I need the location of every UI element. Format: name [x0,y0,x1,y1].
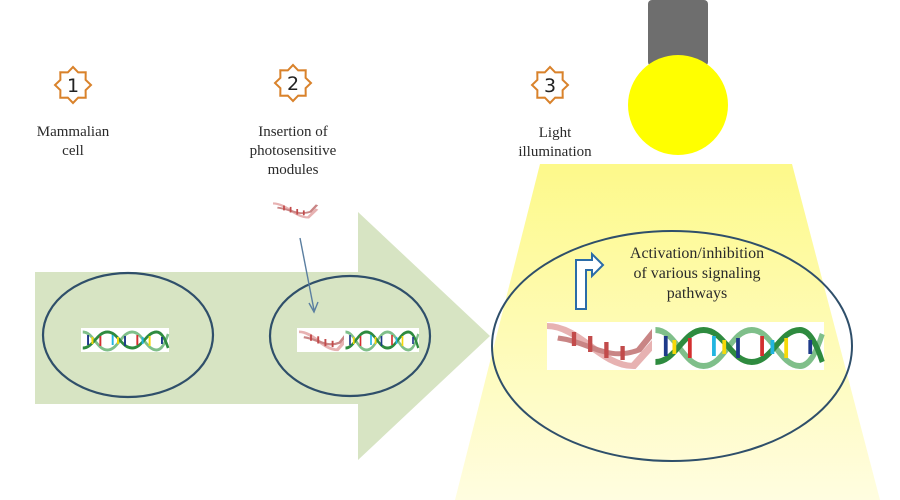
dna-helix-icon [547,322,657,370]
dna-helix-icon [342,326,421,354]
insertion-arrow [299,237,319,314]
step-1-badge: 1 [54,66,92,104]
cell-3-outline [491,230,853,462]
bent-arrow-icon [575,251,605,310]
step-2-number: 2 [287,73,299,95]
step-2-badge: 2 [274,64,312,102]
cell-2-outline [268,274,432,398]
step-3-badge: 3 [531,66,569,104]
light-bulb-icon [628,55,728,155]
dna-helix-icon [79,326,171,354]
lamp-base-icon [648,0,708,66]
step-3-label: Light illumination [518,125,592,160]
step-3-number: 3 [544,75,556,97]
step-1-label: Mammalian cell [36,124,110,159]
dna-helix-icon [297,328,349,352]
cell-1-outline [41,271,215,399]
lamp [628,0,728,155]
step-2-label: Insertion of photosensitive modules [249,124,337,178]
result-text: Activation/inhibition of various signali… [629,245,765,302]
step-1-number: 1 [67,75,79,97]
photosensitive-module-icon [271,201,319,220]
dna-helix-icon [652,322,824,370]
